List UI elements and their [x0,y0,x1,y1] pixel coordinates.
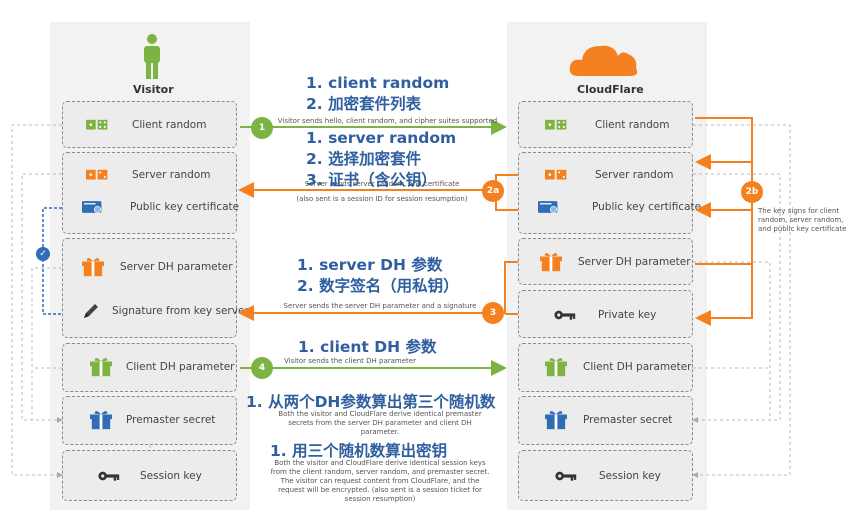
pen-icon [80,300,102,322]
visitor-label-server-dh: Server DH parameter [120,261,233,273]
annotation-a2-3: 3. 证书（含公钥） [306,171,437,189]
caption-step2a-b: (also sent is a session ID for session r… [296,195,468,203]
step-badge-2a: 2a [482,180,504,202]
cf-box-session-key [518,450,693,501]
check-icon: ✓ [36,247,50,261]
caption-step2b: The key signs for client random, server … [758,207,847,233]
visitor-row-server-dh: Server DH parameter [82,256,233,278]
visitor-label-signature: Signature from key server [112,305,249,317]
visitor-row-session-key: Session key [98,465,202,487]
cf-row-premaster: Premaster secret [545,409,672,431]
annotation-a6-1: 1. 用三个随机数算出密钥 [270,442,448,460]
annotation-a3-2: 2. 数字签名（用私钥） [297,277,459,295]
annotation-a2-1: 1. server random [306,129,457,147]
visitor-row-client-random: Client random [86,114,206,136]
gift-icon [90,356,112,378]
visitor-label-client-random: Client random [132,119,207,131]
gift-icon [540,251,562,273]
cf-row-public-key-certificate: Public key certificate [538,196,701,218]
dice-icon [545,164,567,186]
caption-step3: Server sends the server DH parameter and… [283,302,477,310]
visitor-row-server-random: Server random [86,164,211,186]
caption-step4: Visitor sends the client DH parameter [283,357,416,365]
visitor-box-server-dh [62,238,237,338]
step-badge-2b: 2b [741,181,763,203]
cf-label-session-key: Session key [599,470,661,482]
cf-label-server-random: Server random [595,169,674,181]
step-badge-4: 4 [251,357,273,379]
visitor-box-session-key [62,450,237,501]
cf-label-public-key-certificate: Public key certificate [592,201,702,213]
annotation-a5-1: 1. 从两个DH参数算出第三个随机数 [246,393,496,411]
visitor-label-session-key: Session key [140,470,202,482]
visitor-row-client-dh: Client DH parameter [90,356,235,378]
gift-icon [82,256,104,278]
certificate-icon [82,196,104,218]
arrow-step3 [238,261,518,321]
key-icon [554,304,576,326]
key-icon [98,465,120,487]
cf-label-client-random: Client random [595,119,670,131]
step-badge-1: 1 [251,117,273,139]
cf-box-private-key [518,290,693,338]
visitor-label-public-key-certificate: Public key certificate [130,201,240,213]
gift-icon [90,409,112,431]
caption-step1: Visitor sends hello, client random, and … [277,117,498,125]
cf-label-server-dh: Server DH parameter [578,256,691,268]
cf-label-private-key: Private key [598,309,657,321]
gift-icon [545,356,567,378]
cf-box-premaster [518,396,693,445]
visitor-box-server-random-cert [62,152,237,234]
key-icon [555,465,577,487]
cf-label-premaster: Premaster secret [583,414,673,426]
dice-icon [86,164,108,186]
cf-row-server-dh: Server DH parameter [540,251,691,273]
cf-row-session-key: Session key [555,465,661,487]
caption-session: Both the visitor and CloudFlare derive i… [270,459,490,503]
cf-row-client-random: Client random [545,114,669,136]
caption-step2a-a: Server sends server random, and certific… [304,180,460,188]
visitor-box-client-dh [62,343,237,392]
cloud-icon [569,45,638,76]
cf-row-server-random: Server random [545,164,674,186]
gift-icon [545,409,567,431]
cloudflare-title: CloudFlare [577,83,644,96]
visitor-label-client-dh: Client DH parameter [126,361,235,373]
visitor-row-public-key-certificate: Public key certificate [82,196,239,218]
annotation-a3-1: 1. server DH 参数 [297,256,443,274]
annotation-a2-2: 2. 选择加密套件 [306,150,422,168]
cf-row-client-dh: Client DH parameter [545,356,692,378]
annotation-a1-2: 2. 加密套件列表 [306,95,422,113]
cf-label-client-dh: Client DH parameter [583,361,692,373]
step-badge-3: 3 [482,302,504,324]
visitor-title: Visitor [133,83,174,96]
visitor-row-signature: Signature from key server [80,300,249,322]
visitor-label-premaster: Premaster secret [126,414,216,426]
dice-icon [86,114,108,136]
annotation-a4-1: 1. client DH 参数 [298,338,437,356]
certificate-icon [538,196,560,218]
cf-row-private-key: Private key [554,304,656,326]
caption-premaster: Both the visitor and CloudFlare derive i… [278,410,482,436]
arrow-step2b [695,117,753,326]
visitor-row-premaster: Premaster secret [90,409,215,431]
dice-icon [545,114,567,136]
visitor-box-premaster [62,396,237,445]
person-icon [144,34,160,79]
cf-box-server-random-cert [518,152,693,234]
visitor-label-server-random: Server random [132,169,211,181]
annotation-a1-1: 1. client random [306,74,450,92]
